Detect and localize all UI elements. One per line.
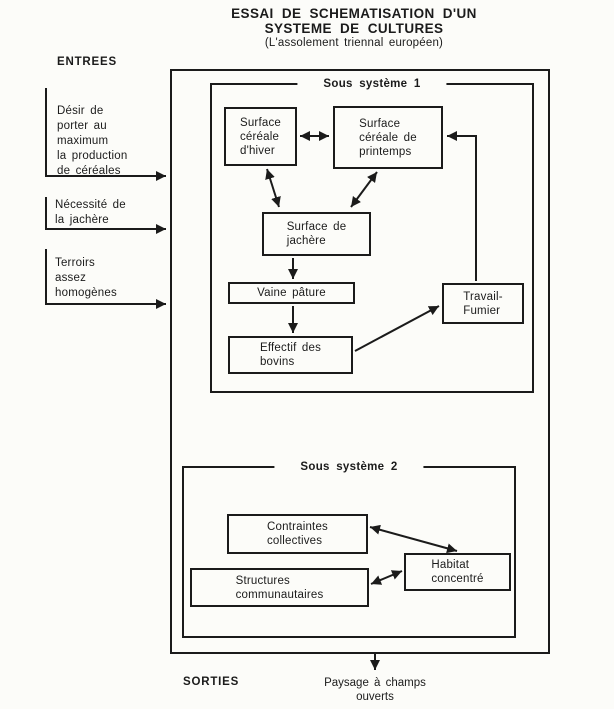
node-label: Structures communautaires — [235, 574, 324, 601]
node-vaine-pature: Vaine pâture — [228, 282, 355, 304]
node-label: Vaine pâture — [257, 287, 326, 299]
node-label: Surface de jachère — [286, 221, 347, 247]
system-frame: Sous système 1 Surface céréale d'hiver S… — [170, 69, 550, 654]
node-label: Habitat concentré — [431, 559, 484, 585]
input-item-desir: Désir de porter au maximum la production… — [57, 105, 128, 177]
node-effectif-bovins: Effectif des bovins — [228, 336, 353, 374]
node-contraintes-collectives: Contraintes collectives — [227, 514, 368, 554]
node-label: Contraintes collectives — [266, 521, 328, 547]
subsystem2-frame: Sous système 2 Contraintes collectives S… — [182, 460, 516, 638]
title-line-1: ESSAI DE SCHEMATISATION D'UN — [231, 6, 477, 21]
node-surface-cereale-printemps: Surface céréale de printemps — [333, 106, 443, 169]
subsystem1-frame: Sous système 1 Surface céréale d'hiver S… — [210, 77, 534, 393]
title-line-2: SYSTEME DE CULTURES — [264, 21, 444, 36]
node-surface-jachere: Surface de jachère — [262, 212, 371, 256]
outputs-heading: SORTIES — [183, 676, 240, 688]
node-label: Travail- Fumier — [463, 290, 503, 317]
node-travail-fumier: Travail- Fumier — [442, 283, 524, 324]
subsystem2-label: Sous système 2 — [274, 460, 424, 475]
node-label: Surface céréale d'hiver — [239, 116, 282, 157]
node-habitat-concentre: Habitat concentré — [404, 553, 511, 591]
node-surface-cereale-hiver: Surface céréale d'hiver — [224, 107, 297, 166]
inputs-heading: ENTREES — [57, 56, 117, 68]
title-subtitle: (L'assolement triennal européen) — [264, 37, 444, 49]
input-item-terroirs: Terroirs assez homogènes — [55, 257, 117, 299]
subsystem1-label: Sous système 1 — [297, 77, 447, 92]
node-structures-communautaires: Structures communautaires — [190, 568, 369, 607]
node-label: Effectif des bovins — [259, 342, 322, 368]
output-paysage: Paysage à champs ouverts — [324, 677, 426, 703]
diagram-title: ESSAI DE SCHEMATISATION D'UN SYSTEME DE … — [180, 6, 528, 50]
input-item-jachere: Nécessité de la jachère — [55, 199, 126, 226]
node-label: Surface céréale de printemps — [359, 117, 417, 158]
